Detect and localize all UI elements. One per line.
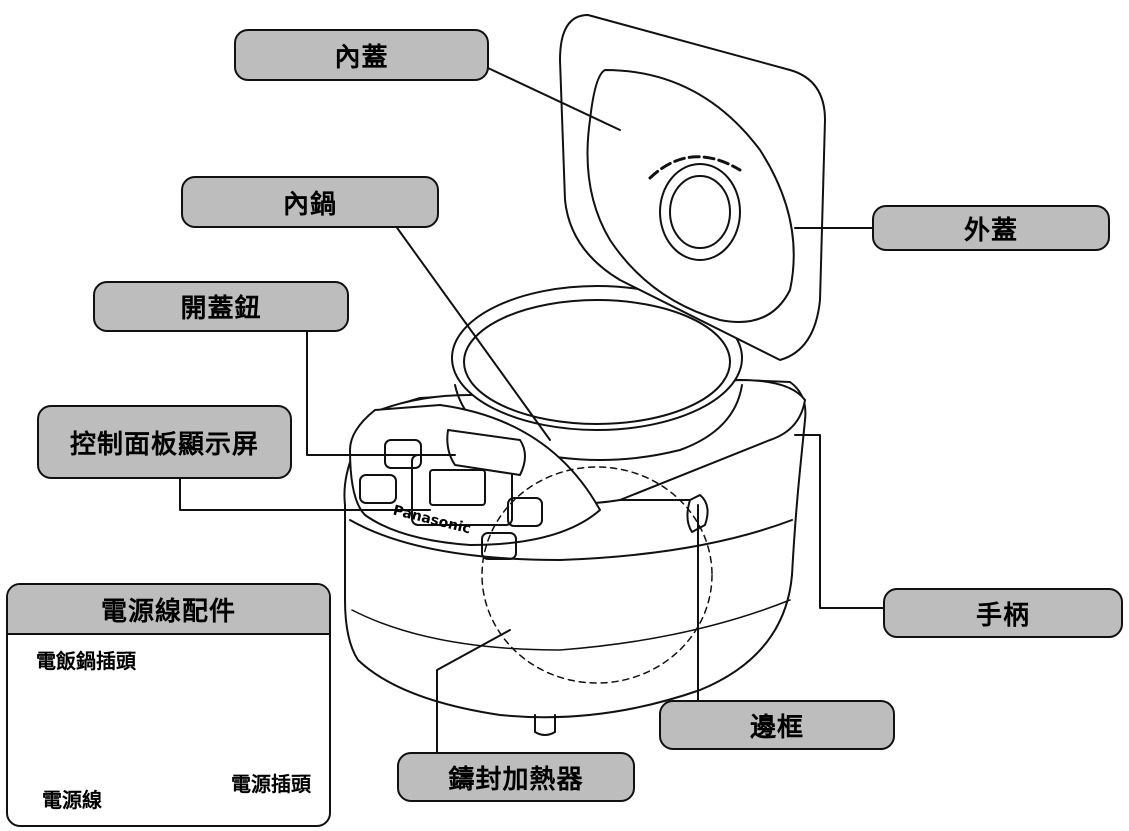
- label-lid-button: 開蓋鈕: [93, 281, 349, 332]
- label-handle: 手柄: [883, 588, 1123, 638]
- label-power-plug: 電源插頭: [231, 772, 311, 796]
- inner-lid: [586, 69, 795, 323]
- label-rim: 邊框: [659, 700, 895, 750]
- label-outer-lid: 外蓋: [872, 205, 1110, 251]
- label-inner-pot: 內鍋: [181, 176, 439, 228]
- lid-button: [446, 429, 526, 476]
- accessory-title: 電源線配件: [8, 585, 329, 635]
- inner-pot-rim: [451, 285, 743, 431]
- label-cooker-plug: 電飯鍋插頭: [36, 649, 136, 673]
- cast-heater-outline: [481, 466, 713, 684]
- label-control-panel: 控制面板顯示屏: [37, 405, 292, 479]
- label-power-cord: 電源線: [42, 788, 102, 812]
- label-inner-lid: 內蓋: [234, 29, 489, 81]
- accessory-box: 電源線配件: [6, 583, 331, 827]
- label-cast-heater: 鑄封加熱器: [397, 752, 635, 802]
